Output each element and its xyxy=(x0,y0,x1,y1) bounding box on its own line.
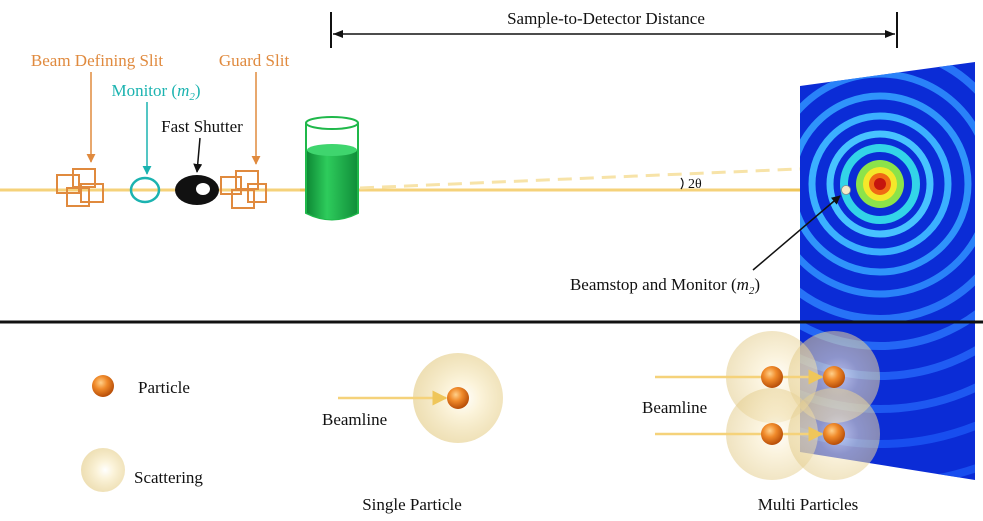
legend-particle-icon xyxy=(92,375,114,397)
multi-particle xyxy=(823,423,845,445)
beamstop xyxy=(841,185,851,195)
legend-scattering-icon xyxy=(81,448,125,492)
fast-shutter-label: Fast Shutter xyxy=(161,117,243,136)
single-particle xyxy=(447,387,469,409)
angle-arc xyxy=(680,177,684,190)
monitor-ring xyxy=(129,176,161,204)
multi-caption: Multi Particles xyxy=(758,495,859,514)
angle-label: 2θ xyxy=(688,177,702,192)
beamstop-pointer xyxy=(752,195,841,271)
guard-slit xyxy=(220,170,267,209)
guard-slit-label: Guard Slit xyxy=(219,51,290,70)
single-caption: Single Particle xyxy=(362,495,462,514)
beamstop-label: Beamstop and Monitor (m2) xyxy=(570,275,760,297)
beam-slit-label: Beam Defining Slit xyxy=(31,51,163,70)
fast-shutter xyxy=(175,175,219,205)
legend-particle-label: Particle xyxy=(138,378,190,397)
legend-scattering-label: Scattering xyxy=(134,468,203,487)
distance-label: Sample-to-Detector Distance xyxy=(507,9,705,28)
detector xyxy=(800,62,975,480)
beam-defining-slit xyxy=(56,168,104,207)
sample-cell xyxy=(305,116,359,221)
multi-scattering-halos xyxy=(726,331,880,480)
fast-shutter-pointer xyxy=(193,137,203,173)
multi-particle xyxy=(823,366,845,388)
multi-particle xyxy=(761,366,783,388)
single-beamline-label: Beamline xyxy=(322,410,387,429)
distance-bracket xyxy=(330,12,898,48)
monitor-label: Monitor (m2) xyxy=(111,81,200,103)
multi-particle xyxy=(761,423,783,445)
multi-beamline-label: Beamline xyxy=(642,398,707,417)
scattered-beam xyxy=(359,157,870,190)
